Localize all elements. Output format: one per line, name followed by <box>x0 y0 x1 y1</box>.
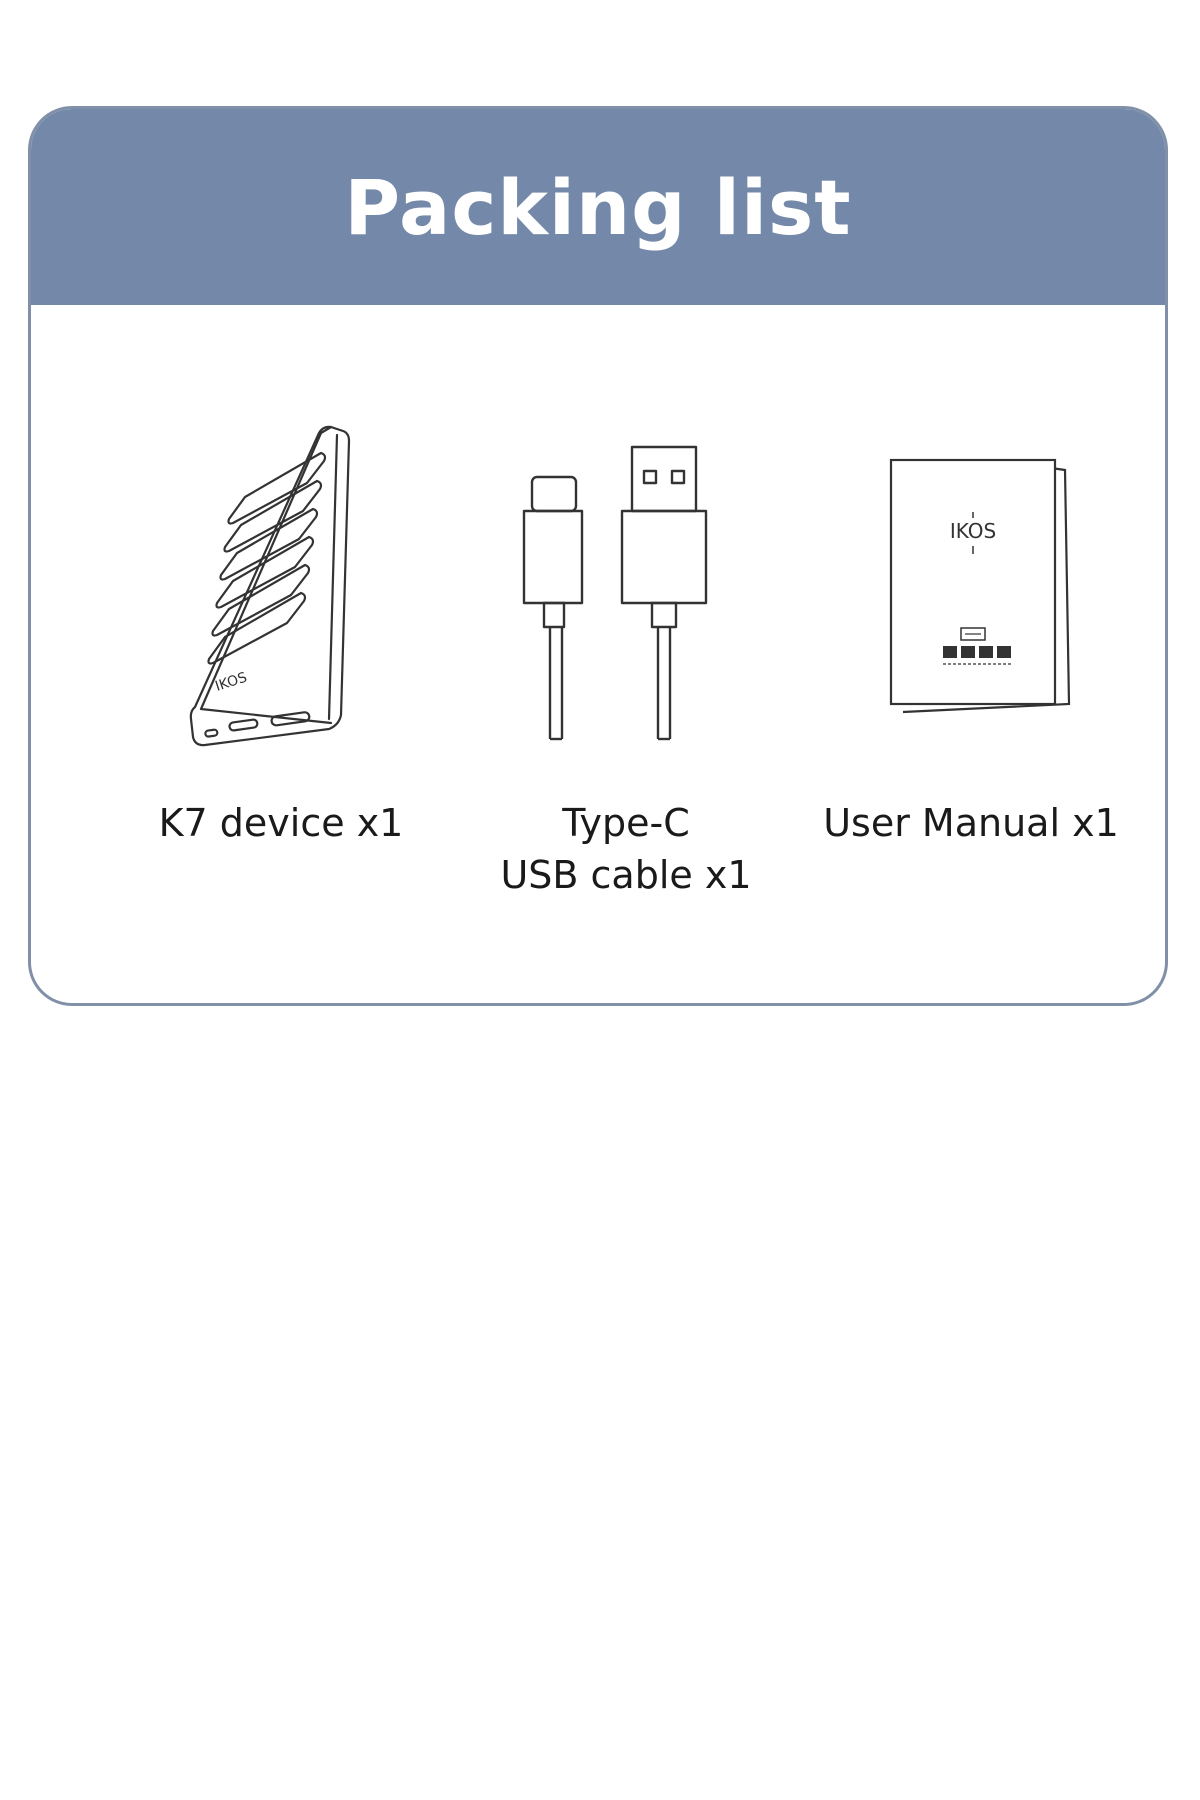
item-usb-cable: Type-C USB cable x1 <box>426 409 826 909</box>
svg-text:IKOS: IKOS <box>950 519 996 543</box>
card-header: Packing list <box>31 109 1165 305</box>
item-k7-device: IKOS K7 device x1 <box>91 409 471 909</box>
packing-list-card: Packing list IKOS K7 device x1 <box>28 106 1168 1006</box>
item-user-manual: IKOS User Manual x1 <box>776 409 1165 909</box>
usb-cable-icon <box>522 445 708 741</box>
item-label-k7-device: K7 device x1 <box>158 801 404 845</box>
user-manual-icon: IKOS <box>889 458 1071 714</box>
page-title: Packing list <box>344 162 852 252</box>
svg-text:IKOS: IKOS <box>213 670 249 695</box>
power-bank-device-icon: IKOS <box>189 425 351 747</box>
item-label-usb-cable: Type-C USB cable x1 <box>500 801 752 897</box>
item-label-user-manual: User Manual x1 <box>823 801 1119 845</box>
